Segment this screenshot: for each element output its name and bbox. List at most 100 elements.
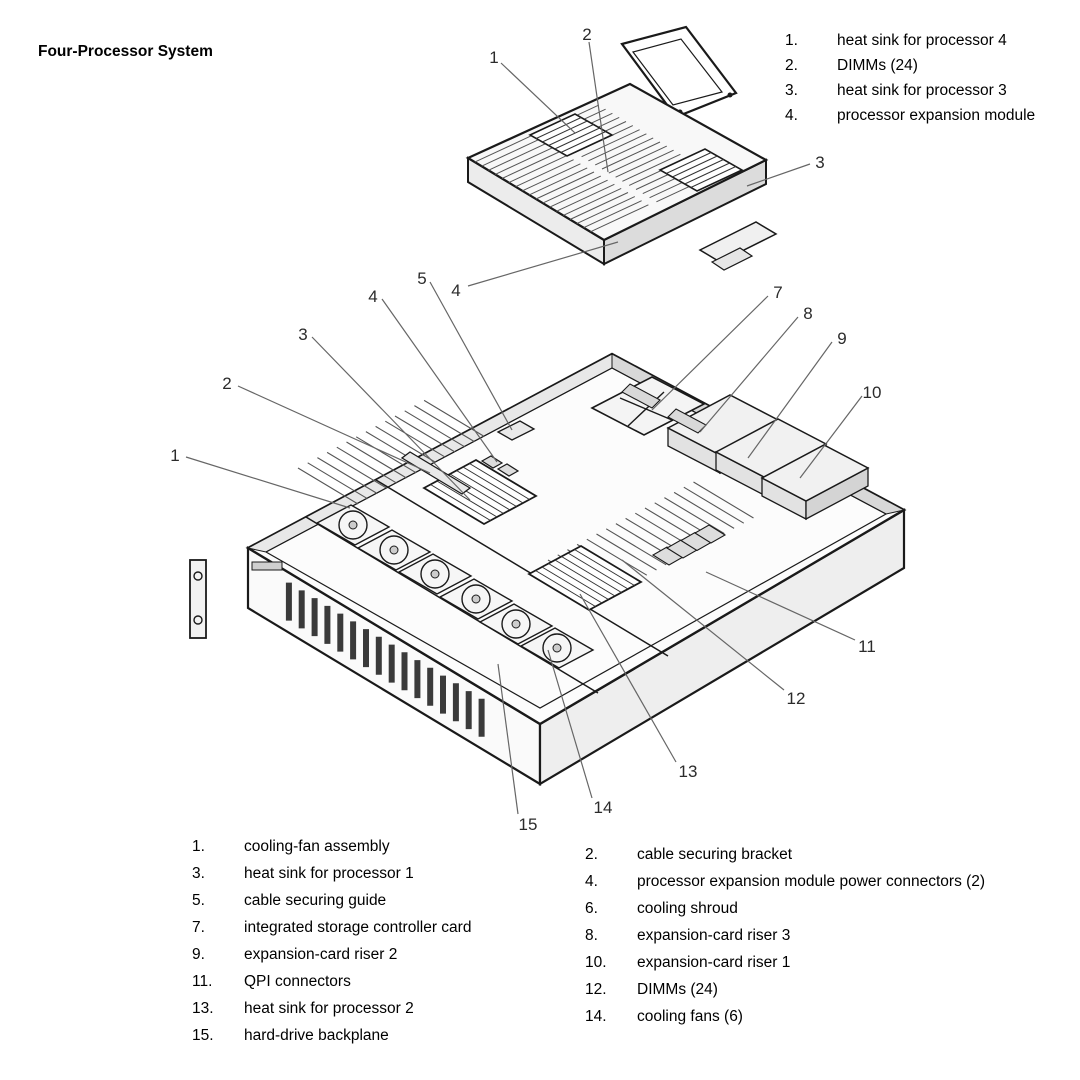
fan-rotor: [338, 510, 368, 540]
pem-power-connectors: [480, 455, 520, 477]
legend-number: 13.: [192, 1000, 214, 1017]
top-legend: 1. heat sink for processor 4 2.DIMMs (24)…: [785, 28, 1035, 128]
legend-item: 13. heat sink for processor 2: [192, 995, 471, 1022]
callout-number-chassis-10: 10: [863, 383, 882, 402]
callout-number-module-4: 4: [451, 281, 460, 300]
front-deck-line: [305, 516, 599, 694]
legend-number: 1.: [192, 838, 205, 855]
leader-line-chassis-15: [497, 663, 519, 815]
legend-number: 12.: [585, 981, 607, 998]
fan-hub: [471, 594, 481, 604]
fan-hub: [389, 545, 399, 555]
legend-item: 12. DIMMs (24): [585, 976, 985, 1003]
rear-ports: [621, 383, 707, 434]
leader-line-module-2: [588, 41, 609, 173]
callout-number-chassis-15: 15: [519, 815, 538, 834]
legend-label: processor expansion module: [837, 107, 1036, 124]
rear-port: [667, 408, 707, 434]
callout-number-chassis-11: 11: [858, 637, 876, 656]
fan-unit: [315, 504, 391, 546]
leader-line-chassis-12: [621, 559, 785, 691]
bracket-inner: [631, 38, 724, 106]
power-connector: [480, 455, 504, 469]
rear-port: [621, 383, 661, 409]
legend-label: heat sink for processor 1: [244, 865, 414, 882]
rack-ear-hole: [193, 571, 203, 581]
legend-number: 8.: [585, 927, 598, 944]
fan-unit: [397, 553, 473, 595]
legend-label: heat sink for processor 2: [244, 1000, 414, 1017]
callout-number-chassis-9: 9: [837, 329, 846, 348]
leader-line-chassis-2: [237, 385, 431, 474]
legend-label: processor expansion module power connect…: [637, 873, 986, 890]
leader-line-chassis-7: [651, 295, 769, 411]
callout-number-chassis-14: 14: [594, 798, 613, 817]
legend-label: DIMMs (24): [837, 57, 918, 74]
callout-number-module-2: 2: [582, 25, 591, 44]
legend-label: heat sink for processor 4: [837, 32, 1007, 49]
legend-item: 2.DIMMs (24): [785, 53, 1035, 78]
leader-line-chassis-10: [799, 395, 863, 479]
legend-label: expansion-card riser 3: [637, 927, 791, 944]
fan-unit: [519, 627, 595, 669]
fan-rotor: [461, 584, 491, 614]
legend-number: 5.: [192, 892, 205, 909]
module-flange-tab: [710, 247, 754, 271]
heatsink-processor-3: [658, 148, 744, 192]
legend-number: 9.: [192, 946, 205, 963]
callout-number-chassis-12: 12: [787, 689, 806, 708]
fan-unit: [356, 529, 432, 571]
legend-number: 15.: [192, 1027, 214, 1044]
heatsink-fins: [535, 549, 635, 607]
fan-hub: [511, 619, 521, 629]
legend-item: 11.QPI connectors: [192, 968, 471, 995]
legend-label: DIMMs (24): [637, 981, 718, 998]
leader-line-chassis-11: [705, 571, 856, 641]
module-flange: [698, 221, 778, 263]
legend-label: cooling fans (6): [637, 1008, 743, 1025]
fan-unit: [478, 603, 554, 645]
heatsink-processor-4: [528, 113, 614, 157]
fan-band-line: [375, 479, 669, 657]
fan-rotor: [420, 559, 450, 589]
legend-item: 2.cable securing bracket: [585, 841, 985, 868]
legend-label: expansion-card riser 2: [244, 946, 398, 963]
fan-rotor: [501, 609, 531, 639]
callout-leaders: [185, 41, 863, 815]
qpi-connector: [693, 524, 727, 544]
chassis-rim-inner: [265, 367, 888, 709]
leader-line-module-4: [467, 241, 619, 287]
leader-line-chassis-4: [381, 298, 498, 463]
legend-item: 8. expansion-card riser 3: [585, 922, 985, 949]
legend-item: 14.cooling fans (6): [585, 1003, 985, 1030]
callout-number-chassis-2: 2: [222, 374, 231, 393]
legend-label: integrated storage controller card: [244, 919, 472, 936]
expansion-card-riser-1: [760, 444, 870, 521]
heatsink-processor-1: [422, 458, 538, 526]
leader-line-chassis-5: [429, 281, 513, 431]
legend-number: 1.: [785, 32, 798, 49]
processor-expansion-module-diagram: [465, 25, 778, 271]
fan-unit: [438, 578, 514, 620]
power-connector: [496, 463, 520, 477]
callout-number-chassis-5: 5: [417, 269, 426, 288]
callout-number-chassis-4: 4: [368, 287, 377, 306]
legend-item: 1. heat sink for processor 4: [785, 28, 1035, 53]
legend-item: 9. expansion-card riser 2: [192, 941, 471, 968]
legend-item: 3.heat sink for processor 1: [192, 860, 471, 887]
dimm-bank-left: [297, 399, 485, 505]
legend-label: cooling shroud: [637, 900, 738, 917]
fan-hub: [348, 520, 358, 530]
callout-numbers: 1 2 3 4 1 2 3 4 5 7 8 9 10 11 12 13 14 1…: [170, 25, 881, 834]
heatsink-fins: [430, 463, 530, 521]
legend-label: cable securing guide: [244, 892, 387, 909]
legend-label: expansion-card riser 1: [637, 954, 791, 971]
dimm-fin-bank: [474, 134, 649, 233]
riser-top: [760, 444, 870, 502]
dimm-slots: [297, 399, 485, 505]
legend-number: 11.: [192, 973, 213, 990]
callout-number-module-3: 3: [815, 153, 824, 172]
callout-number-chassis-8: 8: [803, 304, 812, 323]
cable-securing-bracket: [400, 451, 472, 495]
